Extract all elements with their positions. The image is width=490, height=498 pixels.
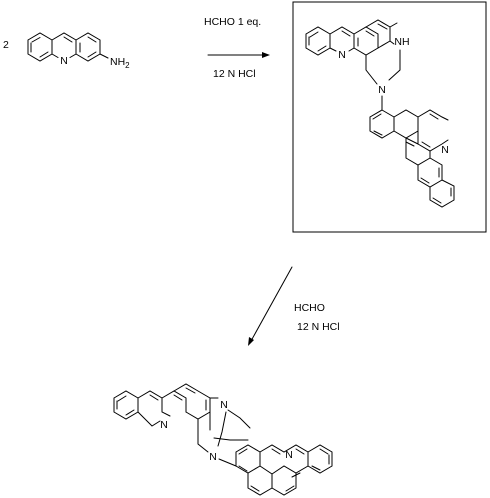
reaction-arrow-step2 [248, 266, 293, 346]
reaction-arrow-step1 [207, 52, 270, 58]
intermediate-acridine-nitrogen-label: N [441, 144, 449, 156]
product-ring-nitrogen-left-label: N [160, 419, 168, 431]
reactant-amine-label: NH2 [110, 56, 130, 70]
step2-reagent: HCHO [294, 302, 325, 314]
step2-condition: 12 N HCl [297, 321, 340, 333]
reactant-ring-nitrogen-label: N [60, 55, 68, 67]
step1-condition: 12 N HCl [213, 68, 256, 80]
intermediate-nh-label: NH [394, 36, 409, 48]
reactant-aminoacridine: N NH2 [27, 32, 130, 70]
intermediate-linking-nitrogen-label: N [378, 84, 386, 96]
product-bridge-nitrogen-lower-label: N [209, 451, 217, 463]
intermediate-ring-nitrogen-label: N [338, 49, 346, 61]
product-bridge-nitrogen-upper-label: N [220, 399, 228, 411]
product-structure: N N N N [113, 383, 333, 496]
product-ring-nitrogen-right-label: N [285, 449, 293, 461]
stoichiometry-coefficient: 2 [3, 39, 9, 51]
step1-reagent: HCHO 1 eq. [204, 16, 261, 28]
intermediate-box [292, 1, 487, 233]
amine-subscript: 2 [125, 61, 130, 70]
intermediate-structure: N NH N N [305, 19, 455, 208]
